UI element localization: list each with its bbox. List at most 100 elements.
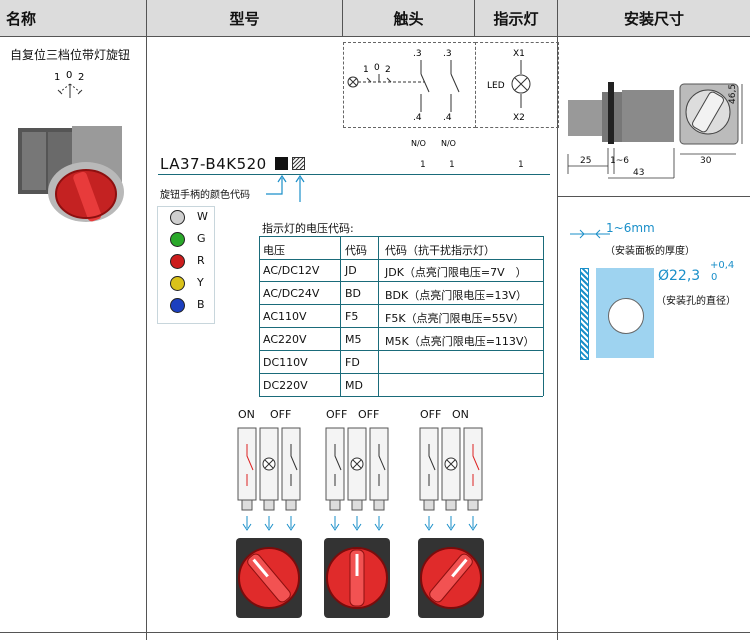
table-row: AC/DC24V BD BDK（点亮门限电压=13V） [259,282,543,305]
pos-2-label: 2 [78,72,84,83]
vt-divider [340,236,341,396]
grid-line [0,36,750,37]
header-contact: 触头 [343,0,474,36]
vt-divider [543,236,544,396]
contact-t0: 0 [374,63,380,73]
indicator-diagram-box [475,42,559,128]
table-cell: F5K（点亮门限电压=55V） [385,312,525,325]
table-cell: AC220V [263,333,307,346]
table-row: AC220V M5 M5K（点亮门限电压=113V） [259,328,543,351]
table-cell: M5K（点亮门限电压=113V） [385,335,535,348]
switch-state-right: ON [452,408,469,421]
panel-label: （安装面板的厚度） [605,246,695,257]
pos-0-label: 0 [66,70,72,81]
color-list [157,206,215,324]
header-model: 型号 [147,0,342,36]
switch-block-diagram [236,427,302,618]
vt-header-code-k: 代码（抗干扰指示灯） [385,244,495,257]
hole-tol-bottom: 0 [711,272,718,283]
hole-diameter: Ø22,3 [658,268,701,284]
indicator-x1: X1 [513,49,525,59]
model-code: LA37-B4K520 [160,155,267,173]
model-underline [158,174,550,175]
dim-43: 43 [633,168,645,178]
voltage-table-title: 指示灯的电压代码: [262,222,354,235]
contact-t1: 1 [363,65,369,75]
table-cell: JD [345,264,357,277]
grid-line [146,0,147,640]
grid-line [474,0,475,36]
hole-label: （安装孔的直径） [656,296,736,307]
table-cell: AC110V [263,310,307,323]
color-swatch-icon [170,276,185,291]
header-name: 名称 [0,0,146,36]
contact-bot-a: .4 [413,113,422,123]
color-swatch-icon [170,254,185,269]
vt-header-voltage: 电压 [263,244,285,257]
switch-state-left: OFF [420,408,442,421]
panel-section [580,268,589,360]
grid-line [0,632,750,633]
table-cell: BD [345,287,362,300]
voltage-table-header: 电压 代码 代码（抗干扰指示灯） [259,236,543,260]
table-cell: DC110V [263,356,308,369]
dim-30: 30 [700,156,712,166]
contact-no-b: N/O [441,139,456,148]
vt-divider [259,236,260,396]
table-cell: AC/DC24V [263,287,320,300]
color-swatch-icon [170,210,185,225]
contact-t2: 2 [385,65,391,75]
table-row: AC110V F5 F5K（点亮门限电压=55V） [259,305,543,328]
table-cell: FD [345,356,360,369]
table-cell: AC/DC12V [263,264,320,277]
color-code: B [197,298,205,311]
code-arrows [266,174,305,202]
color-code: Y [197,276,204,289]
color-swatch-icon [170,232,185,247]
table-cell: MD [345,379,363,392]
table-cell: DC220V [263,379,308,392]
indicator-led: LED [487,81,505,91]
panel-arrow [570,229,610,239]
grid-line [557,0,558,640]
switch-block-diagram [418,427,484,618]
contact-top-a: .3 [413,49,422,59]
table-row: DC220V MD [259,374,543,397]
switch-state-left: ON [238,408,255,421]
color-code: G [197,232,206,245]
table-cell: M5 [345,333,362,346]
dim-1-6: 1~6 [610,156,629,166]
contact-count-1: 1 [420,160,426,170]
switch-block-diagram [324,427,390,618]
model-black-square [275,157,288,170]
hole-tol-top: +0,4 [710,260,735,271]
grid-line [342,0,343,36]
table-cell: F5 [345,310,359,323]
contact-bot-b: .4 [443,113,452,123]
model-hatched-square [292,157,305,170]
indicator-diagram: X1 LED X2 [487,49,531,123]
header-indicator: 指示灯 [475,0,557,36]
header-install: 安装尺寸 [558,0,750,36]
panel-range: 1~6mm [606,221,655,235]
switch-state-right: OFF [270,408,292,421]
product-name: 自复位三档位带灯旋钮 [10,48,131,62]
color-swatch-icon [170,298,185,313]
install-side-view [567,82,743,179]
pos-1-label: 1 [54,72,60,83]
contact-no-a: N/O [411,139,426,148]
contact-count-2: 1 [449,160,455,170]
switch-state-left: OFF [326,408,348,421]
vt-divider [378,236,379,396]
contact-diagram: .3 .3 1 0 2 .4 .4 N/O N/O [347,49,460,148]
switch-state-right: OFF [358,408,380,421]
color-code: W [197,210,208,223]
dim-46-5: 46,5 [728,83,738,104]
product-image [18,126,124,222]
indicator-count: 1 [518,160,524,170]
table-cell: BDK（点亮门限电压=13V） [385,289,527,302]
grid-line [557,196,750,197]
contact-top-b: .3 [443,49,452,59]
color-code: R [197,254,205,267]
